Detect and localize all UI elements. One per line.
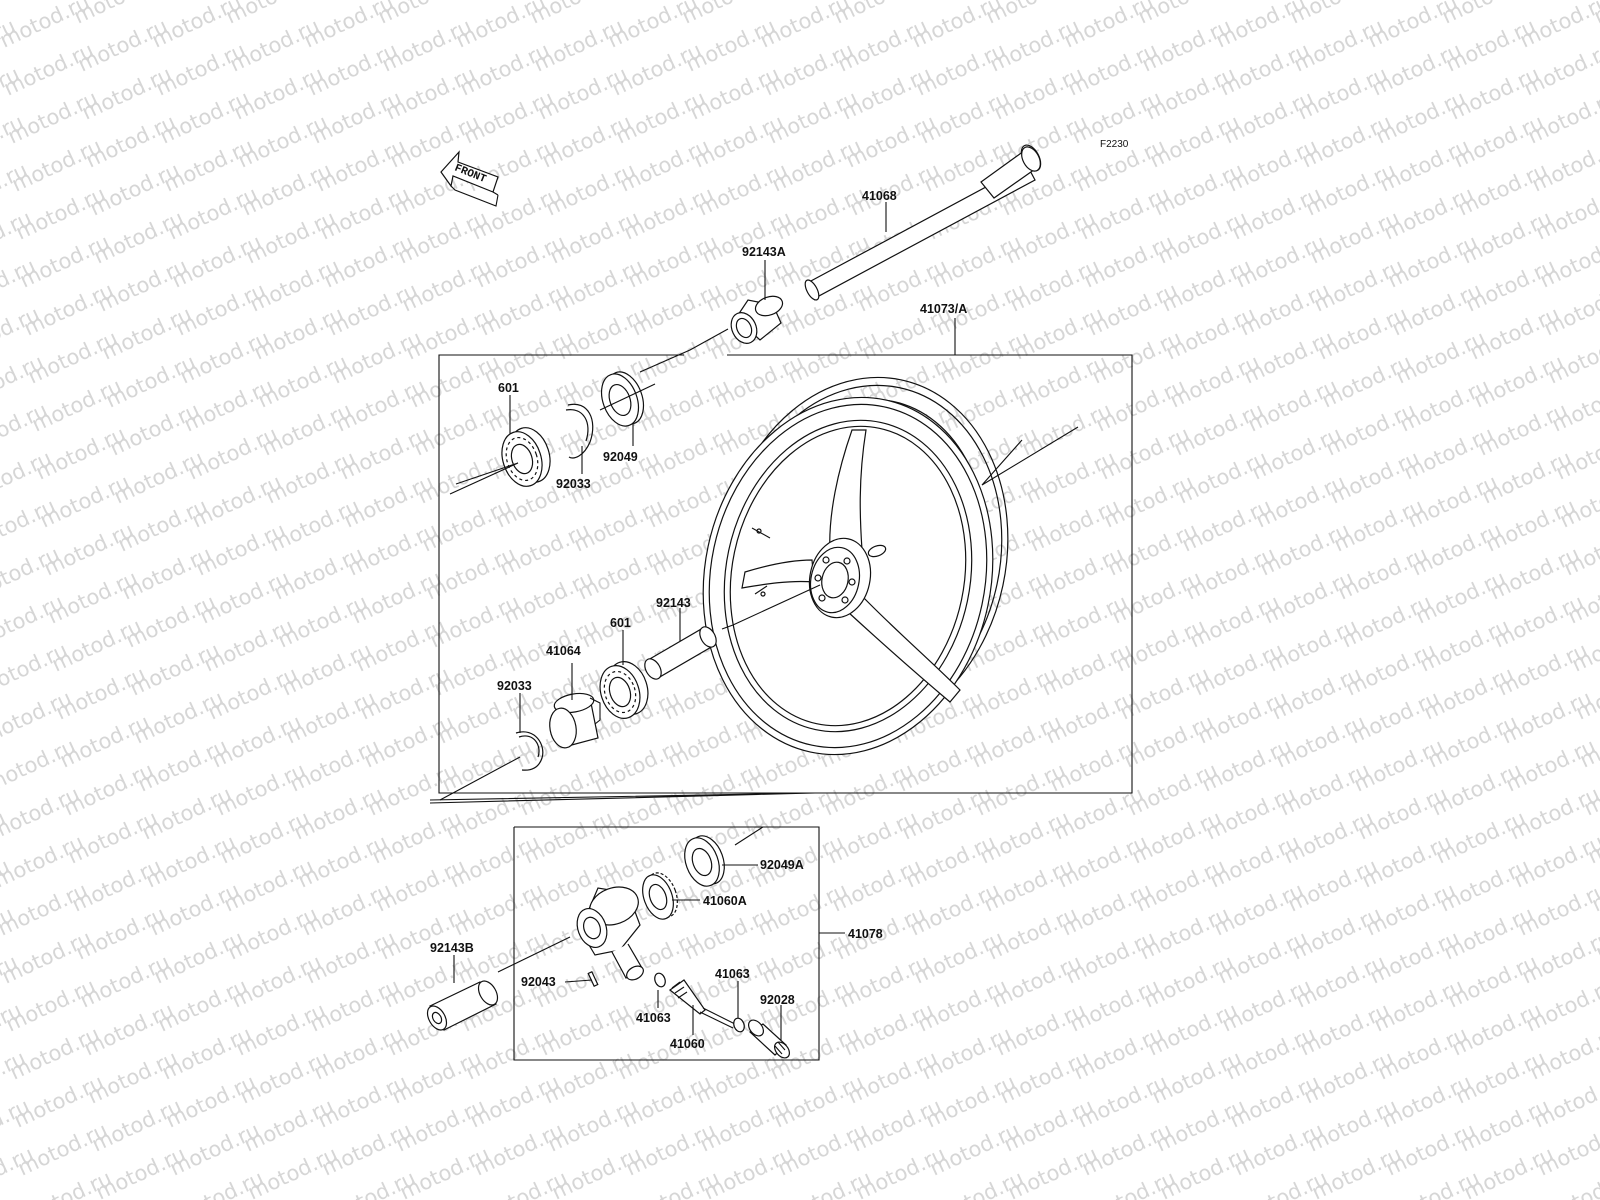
label-41063-right: 41063 [715,967,750,981]
label-41064: 41064 [546,644,581,658]
label-92043: 92043 [521,975,556,989]
label-92033-bottom: 92033 [497,679,532,693]
label-41078: 41078 [848,927,883,941]
collar-92143a [730,295,784,344]
label-41073a: 41073/A [920,302,967,316]
seal-92049a [684,835,725,887]
meter-frame [513,826,820,1061]
gear-housing [576,886,644,981]
collar-92143 [644,626,717,680]
label-92143a: 92143A [742,245,786,259]
figure-code: F2230 [1100,139,1129,150]
label-92049: 92049 [603,450,638,464]
washer-41063-right [733,1017,745,1033]
leader-lines [453,202,887,1040]
label-92033-top: 92033 [556,477,591,491]
front-arrow-icon: FRONT [440,150,499,207]
label-41063-left: 41063 [636,1011,671,1025]
gear-41060a [642,872,678,920]
label-41060: 41060 [670,1037,705,1051]
label-41068: 41068 [862,189,897,203]
bearing-601-bottom [599,661,649,719]
label-92143: 92143 [656,596,691,610]
label-601-bottom: 601 [610,616,631,630]
bushing-92028 [748,1019,790,1059]
circlip-92033-bottom [515,731,544,771]
axle-41068 [804,144,1042,301]
watermark-text: motod.ru [1516,0,1600,53]
label-92049a: 92049A [760,858,804,872]
watermark-text: motod.ru [1590,0,1600,29]
bearing-601-top [501,427,551,487]
label-92028: 92028 [760,993,795,1007]
collar-92143b [426,980,499,1031]
circlip-92033-top [565,403,594,459]
label-601-top: 601 [498,381,519,395]
label-41060a: 41060A [703,894,747,908]
shaft-41060 [669,979,736,1029]
wheel-41073a [702,376,1009,756]
coupling-41064 [549,692,601,749]
label-92143b: 92143B [430,941,474,955]
washer-41063-left [654,972,666,988]
